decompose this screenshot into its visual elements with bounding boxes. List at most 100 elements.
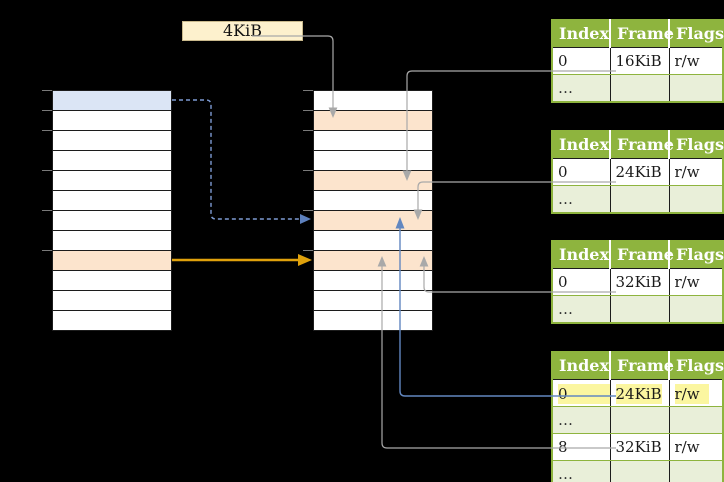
physical-memory-table [313, 90, 433, 331]
cell-frame: 32KiB [610, 433, 670, 461]
address-tick [303, 89, 313, 91]
virtual-memory-row [53, 91, 171, 111]
virtual-memory-row [53, 211, 171, 231]
table-row-ellipsis: … [552, 74, 723, 103]
cell-index: … [552, 295, 611, 324]
page-table-2: Index Frame Flags 0 24KiB r/w … [551, 130, 724, 214]
page-table-4: Index Frame Flags 0 24KiB r/w … 8 32KiB … [551, 351, 724, 482]
table-row-ellipsis: … [552, 295, 723, 324]
page-table-1: Index Frame Flags 0 16KiB r/w … [551, 19, 724, 103]
table-row-ellipsis: … [552, 460, 723, 482]
page-table-3-grid: Index Frame Flags 0 32KiB r/w … [551, 240, 724, 324]
highlight-frame: 24KiB [615, 384, 662, 404]
arrow-virtual-page-to-frame-dashed [172, 99, 311, 224]
physical-memory-row [314, 211, 432, 231]
address-tick [303, 169, 313, 171]
virtual-memory-row [53, 271, 171, 291]
page-size-label: 4KiB [182, 21, 303, 41]
cell-flags [669, 74, 723, 103]
page-table-4-grid: Index Frame Flags 0 24KiB r/w … 8 32KiB … [551, 351, 724, 482]
cell-flags [669, 406, 723, 434]
virtual-memory-row [53, 151, 171, 171]
column-header-frame: Frame [610, 20, 674, 48]
physical-memory-row [314, 291, 432, 311]
cell-index: 0 [552, 158, 611, 186]
table-row-ellipsis: … [552, 406, 723, 434]
cell-frame [610, 460, 670, 482]
physical-memory-row [314, 111, 432, 131]
table-row-ellipsis: … [552, 185, 723, 214]
highlight-index: 0 [558, 384, 609, 404]
table-row: 0 32KiB r/w [552, 268, 723, 296]
virtual-memory-table [52, 90, 172, 331]
cell-flags [669, 460, 723, 482]
table-header-row: Index Frame Flags [552, 241, 724, 269]
address-tick [42, 89, 52, 91]
address-tick [303, 109, 313, 111]
column-header-flags: Flags [669, 241, 724, 269]
cell-frame: 24KiB [610, 158, 670, 186]
cell-frame [610, 185, 670, 214]
address-tick [42, 249, 52, 251]
column-header-flags: Flags [669, 20, 724, 48]
table-row-highlighted: 0 24KiB r/w [552, 379, 723, 407]
column-header-index: Index [552, 20, 611, 48]
cell-index: … [552, 185, 611, 214]
cell-index: … [552, 406, 611, 434]
virtual-memory-row [53, 291, 171, 311]
physical-memory-row [314, 231, 432, 251]
physical-memory-row [314, 271, 432, 291]
address-tick [42, 169, 52, 171]
address-tick [42, 209, 52, 211]
cell-index: 0 [552, 379, 611, 407]
table-header-row: Index Frame Flags [552, 131, 724, 159]
virtual-memory-row [53, 311, 171, 330]
column-header-index: Index [552, 131, 611, 159]
column-header-frame: Frame [610, 352, 674, 380]
virtual-memory-row [53, 111, 171, 131]
virtual-memory-row [53, 191, 171, 211]
virtual-memory-row [53, 171, 171, 191]
column-header-flags: Flags [669, 131, 724, 159]
page-table-2-grid: Index Frame Flags 0 24KiB r/w … [551, 130, 724, 214]
cell-frame [610, 295, 670, 324]
column-header-index: Index [552, 241, 611, 269]
cell-index: 0 [552, 47, 611, 75]
physical-memory-row [314, 151, 432, 171]
cell-flags: r/w [669, 47, 723, 75]
cell-index: 8 [552, 433, 611, 461]
column-header-frame: Frame [610, 131, 674, 159]
cell-flags: r/w [669, 158, 723, 186]
address-tick [303, 209, 313, 211]
cell-index: … [552, 74, 611, 103]
address-tick [303, 249, 313, 251]
cell-flags: r/w [669, 379, 723, 407]
arrow-virtual-page-to-frame-orange [172, 254, 312, 266]
physical-memory-row [314, 171, 432, 191]
address-tick [42, 109, 52, 111]
virtual-memory-row [53, 251, 171, 271]
cell-frame: 32KiB [610, 268, 670, 296]
column-header-frame: Frame [610, 241, 674, 269]
table-row: 8 32KiB r/w [552, 433, 723, 461]
highlight-flags: r/w [674, 384, 709, 404]
cell-flags [669, 295, 723, 324]
physical-memory-row [314, 191, 432, 211]
address-tick [42, 129, 52, 131]
table-row: 0 16KiB r/w [552, 47, 723, 75]
physical-memory-row [314, 311, 432, 330]
virtual-memory-row [53, 231, 171, 251]
table-header-row: Index Frame Flags [552, 20, 724, 48]
cell-flags: r/w [669, 268, 723, 296]
page-table-3: Index Frame Flags 0 32KiB r/w … [551, 240, 724, 324]
address-tick [303, 129, 313, 131]
physical-memory-row [314, 91, 432, 111]
cell-frame: 24KiB [610, 379, 670, 407]
table-header-row: Index Frame Flags [552, 352, 724, 380]
cell-index: 0 [552, 268, 611, 296]
column-header-index: Index [552, 352, 611, 380]
physical-memory-row [314, 251, 432, 271]
cell-flags [669, 185, 723, 214]
physical-memory-row [314, 131, 432, 151]
